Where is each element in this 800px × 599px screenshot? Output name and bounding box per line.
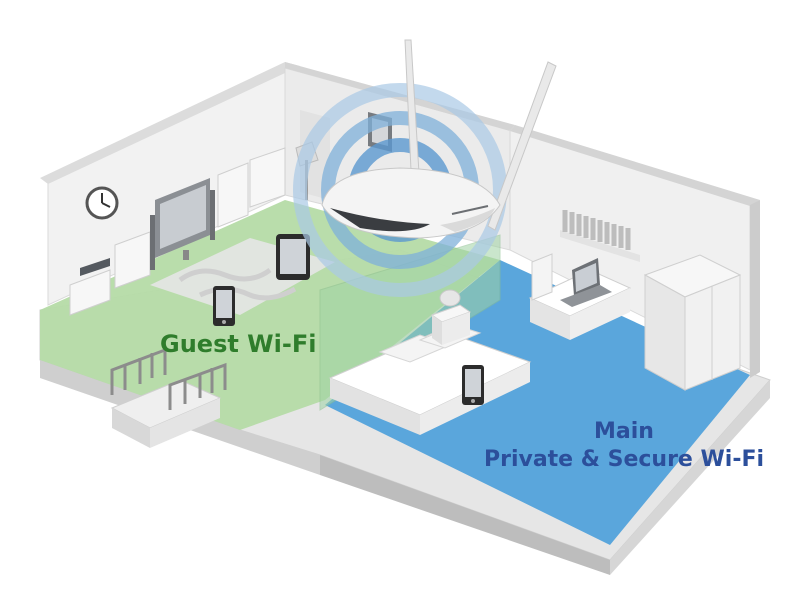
main-wifi-label-line2: Private & Secure Wi-Fi (483, 447, 765, 472)
wardrobe-icon (643, 254, 742, 391)
guest-wifi-label: Guest Wi-Fi (160, 330, 317, 358)
entrance-stairs (110, 347, 227, 448)
main-wifi-label: Main Private & Secure Wi-Fi (474, 418, 774, 474)
wall-clock-icon (85, 186, 119, 220)
smartphone-icon (462, 365, 484, 405)
tv-icon (155, 178, 210, 260)
tablet-icon (276, 234, 310, 280)
main-wifi-label-line1: Main (594, 419, 654, 444)
smartphone-icon (213, 286, 235, 326)
speaker-poles (150, 190, 215, 270)
nightstand (430, 289, 472, 345)
wall-shelf (560, 210, 640, 262)
wifi-router-icon (321, 39, 557, 239)
tv-cabinets (69, 147, 286, 316)
laptop-icon (560, 258, 612, 307)
